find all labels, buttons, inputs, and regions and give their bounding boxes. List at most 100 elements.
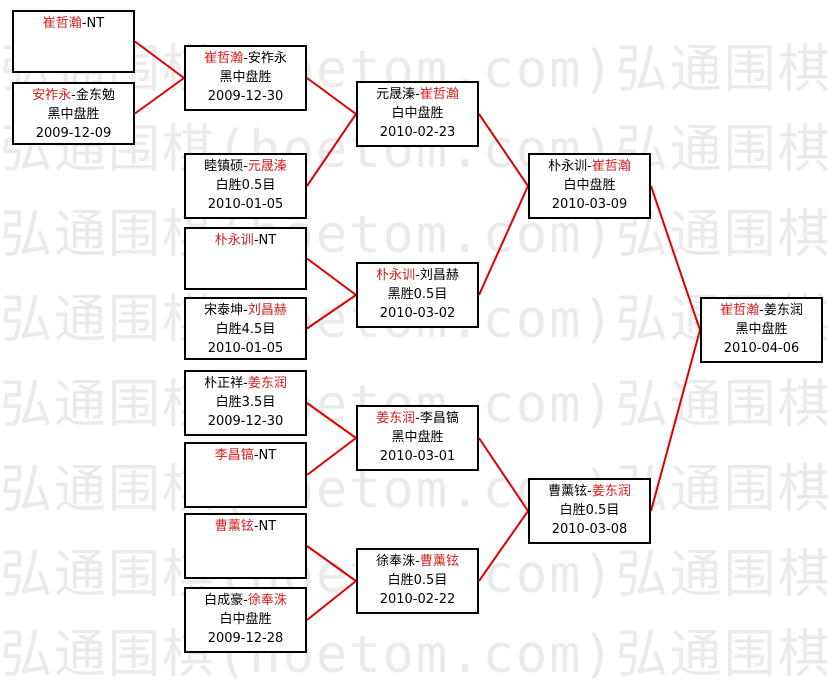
player-two-name: 安祚永 (247, 51, 287, 66)
player-two-name: 姜东润 (763, 303, 803, 318)
player-two-name: 徐奉洙 (247, 593, 287, 608)
match-players: 曹薰铉-NT (186, 517, 305, 536)
match-players: 朴永训-刘昌赫 (358, 266, 477, 285)
match-date: 2010-01-05 (207, 197, 284, 212)
match-players: 崔哲瀚-姜东润 (702, 301, 821, 320)
match-box: 安祚永-金东勉黑中盘胜 2009-12-09 (12, 82, 135, 145)
tournament-bracket: 弘通围棋(hoetom.com)弘通围棋 弘通围棋(hoetom.com)弘通围… (0, 10, 830, 685)
match-result (186, 536, 305, 555)
match-players: 宋泰坤-刘昌赫 (186, 301, 305, 320)
player-one-name: 白成豪 (204, 593, 244, 608)
bracket-connector-line (478, 510, 529, 582)
match-date: 2009-12-28 (207, 631, 284, 646)
player-one-name: 睦镇硕 (204, 159, 244, 174)
match-result: 黑中盘胜 (391, 430, 444, 445)
player-separator: - (415, 87, 420, 102)
bracket-connector-line (478, 113, 529, 187)
match-date (186, 484, 305, 503)
match-date: 2010-02-23 (379, 125, 456, 140)
match-box: 宋泰坤-刘昌赫白胜4.5目 2010-01-05 (184, 297, 307, 360)
match-players: 朴正祥-姜东润 (186, 374, 305, 393)
match-players: 朴永训-NT (186, 231, 305, 250)
match-box: 姜东润-李昌镐黑中盘胜 2010-03-01 (356, 405, 479, 471)
player-separator: - (415, 268, 420, 283)
match-players: 徐奉洙-曹薰铉 (358, 552, 477, 571)
match-result: 白胜4.5目 (215, 322, 276, 337)
match-result (186, 465, 305, 484)
bracket-connector-line (306, 545, 357, 582)
match-result (186, 250, 305, 269)
player-two-name: 崔哲瀚 (591, 159, 631, 174)
match-date: 2010-03-02 (379, 306, 456, 321)
match-date (186, 269, 305, 288)
player-separator: - (253, 448, 259, 463)
match-result: 白中盘胜 (219, 612, 272, 627)
player-one-name: 安祚永 (32, 88, 72, 103)
bracket-connector-line (306, 294, 357, 330)
player-one-name: 朴永训 (548, 159, 588, 174)
player-one-name: 曹薰铉 (548, 484, 588, 499)
player-two-name: 刘昌赫 (247, 303, 287, 318)
match-players: 白成豪-徐奉洙 (186, 591, 305, 610)
player-two-name: 刘昌赫 (419, 268, 459, 283)
match-box: 崔哲瀚-姜东润黑中盘胜 2010-04-06 (700, 297, 823, 363)
match-result: 白胜3.5目 (215, 395, 276, 410)
match-date: 2009-12-30 (207, 414, 284, 429)
player-separator: - (253, 233, 259, 248)
bracket-connector-line (478, 185, 529, 296)
match-players: 元晟溱-崔哲瀚 (358, 85, 477, 104)
match-result: 白胜0.5目 (387, 573, 448, 588)
match-players: 崔哲瀚-NT (14, 14, 133, 33)
player-separator: - (415, 411, 420, 426)
player-separator: - (253, 519, 259, 534)
bracket-connector-line (306, 77, 357, 115)
player-one-name: 曹薰铉 (214, 519, 254, 534)
match-players: 睦镇硕-元晟溱 (186, 157, 305, 176)
bracket-connector-line (134, 77, 185, 115)
match-date: 2010-03-01 (379, 449, 456, 464)
match-players: 曹薰铉-姜东润 (530, 482, 649, 501)
match-result: 黑中盘胜 (735, 322, 788, 337)
player-one-name: 李昌镐 (214, 448, 254, 463)
player-two-name: NT (258, 448, 277, 463)
match-result: 黑中盘胜 (219, 70, 272, 85)
player-one-name: 元晟溱 (376, 87, 416, 102)
player-two-name: 李昌镐 (419, 411, 459, 426)
match-result (14, 33, 133, 52)
match-box: 朴正祥-姜东润白胜3.5目 2009-12-30 (184, 370, 307, 436)
bracket-connector-line (306, 580, 357, 621)
bracket-connector-line (306, 437, 357, 476)
bracket-connector-line (306, 257, 357, 296)
bracket-connector-line (650, 329, 701, 512)
match-result: 白中盘胜 (563, 178, 616, 193)
match-players: 姜东润-李昌镐 (358, 409, 477, 428)
player-two-name: 姜东润 (247, 376, 287, 391)
match-date: 2009-12-09 (35, 126, 112, 141)
player-separator: - (243, 159, 248, 174)
player-one-name: 崔哲瀚 (720, 303, 760, 318)
bracket-connector-line (650, 185, 701, 331)
match-box: 白成豪-徐奉洙白中盘胜 2009-12-28 (184, 587, 307, 653)
player-two-name: NT (86, 16, 105, 31)
bracket-connector-line (306, 402, 357, 439)
match-date: 2010-04-06 (723, 341, 800, 356)
match-players: 李昌镐-NT (186, 446, 305, 465)
match-date: 2010-01-05 (207, 341, 284, 356)
match-players: 崔哲瀚-安祚永 (186, 49, 305, 68)
match-result: 黑中盘胜 (47, 107, 100, 122)
player-one-name: 朴永训 (376, 268, 416, 283)
player-one-name: 朴永训 (214, 233, 254, 248)
player-one-name: 崔哲瀚 (204, 51, 244, 66)
player-separator: - (415, 554, 420, 569)
match-players: 朴永训-崔哲瀚 (530, 157, 649, 176)
bracket-connector-line (134, 40, 185, 79)
match-result: 白中盘胜 (391, 106, 444, 121)
player-one-name: 朴正祥 (204, 376, 244, 391)
match-box: 朴永训-NT (184, 227, 307, 290)
player-two-name: 崔哲瀚 (419, 87, 459, 102)
match-players: 安祚永-金东勉 (14, 86, 133, 105)
